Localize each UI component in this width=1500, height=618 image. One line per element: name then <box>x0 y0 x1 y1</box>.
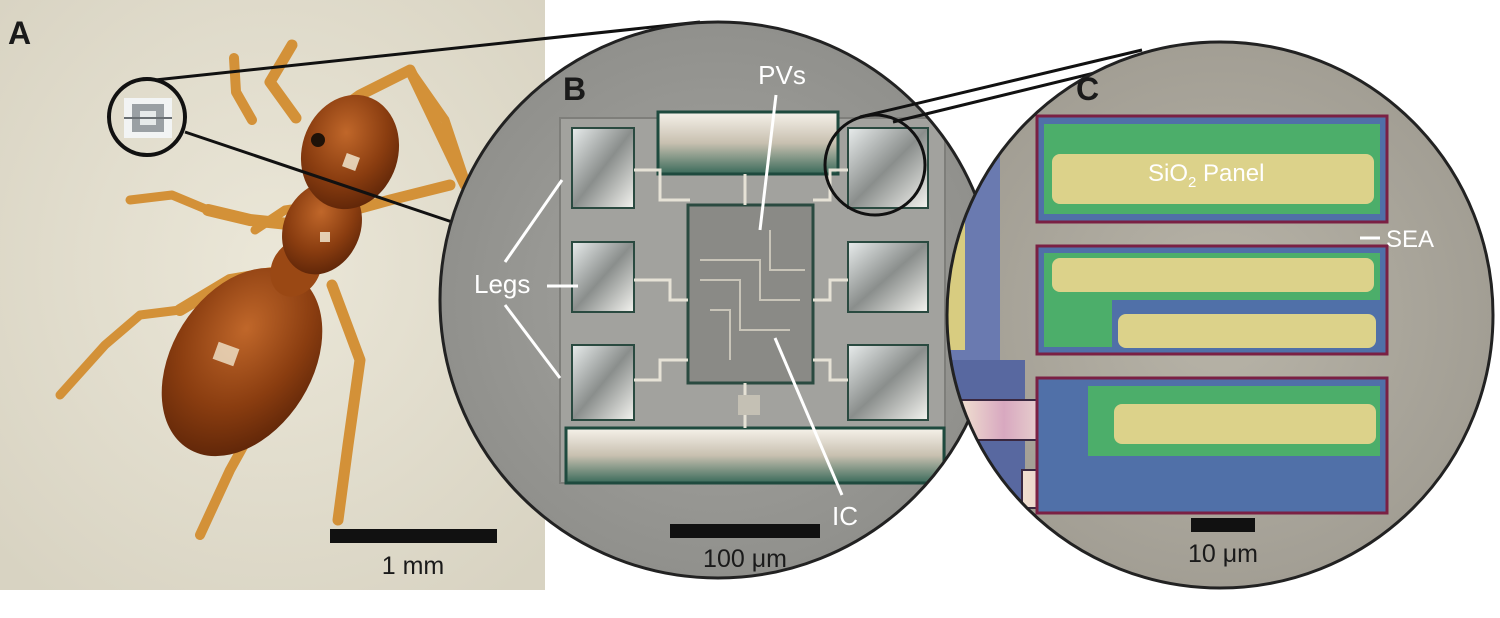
leg-pads-left <box>571 127 635 421</box>
robot-in-panel-a <box>107 77 187 157</box>
label-sio2-suffix: Panel <box>1196 160 1264 187</box>
scale-label-a: 1 mm <box>382 552 445 580</box>
panel-letter-a: A <box>8 15 31 51</box>
panel-c-border <box>945 40 1495 590</box>
ant-gaster <box>161 267 323 457</box>
zoom-circle-a <box>107 77 187 157</box>
leg-pads-right <box>847 127 929 421</box>
label-ic: IC <box>832 501 858 531</box>
panel-c: C SiO2 Panel SEA 10 μm <box>945 40 1495 590</box>
zoom-circle-b <box>823 113 927 217</box>
scale-bar-b <box>670 524 820 538</box>
panel-b-callouts <box>503 94 844 496</box>
panel-letter-c: C <box>1076 71 1099 107</box>
zoom-lines-a-b <box>154 20 701 230</box>
scale-label-c: 10 μm <box>1188 540 1258 568</box>
central-ic <box>686 203 815 385</box>
scale-bar-c <box>1191 518 1255 532</box>
ant-eye <box>311 133 325 147</box>
label-sio2-prefix: SiO <box>1148 160 1188 187</box>
panel-b: B PVs Legs IC 100 μm <box>438 20 998 580</box>
label-sio2-subscript: 2 <box>1188 174 1196 191</box>
label-sea: SEA <box>1386 226 1434 253</box>
scale-label-b: 100 μm <box>703 545 787 573</box>
scale-bar-a <box>330 529 497 543</box>
label-pvs: PVs <box>758 60 806 90</box>
label-sio2-panel: SiO2 Panel <box>1148 160 1264 191</box>
label-legs: Legs <box>474 269 530 299</box>
panel-letter-b: B <box>563 71 586 107</box>
